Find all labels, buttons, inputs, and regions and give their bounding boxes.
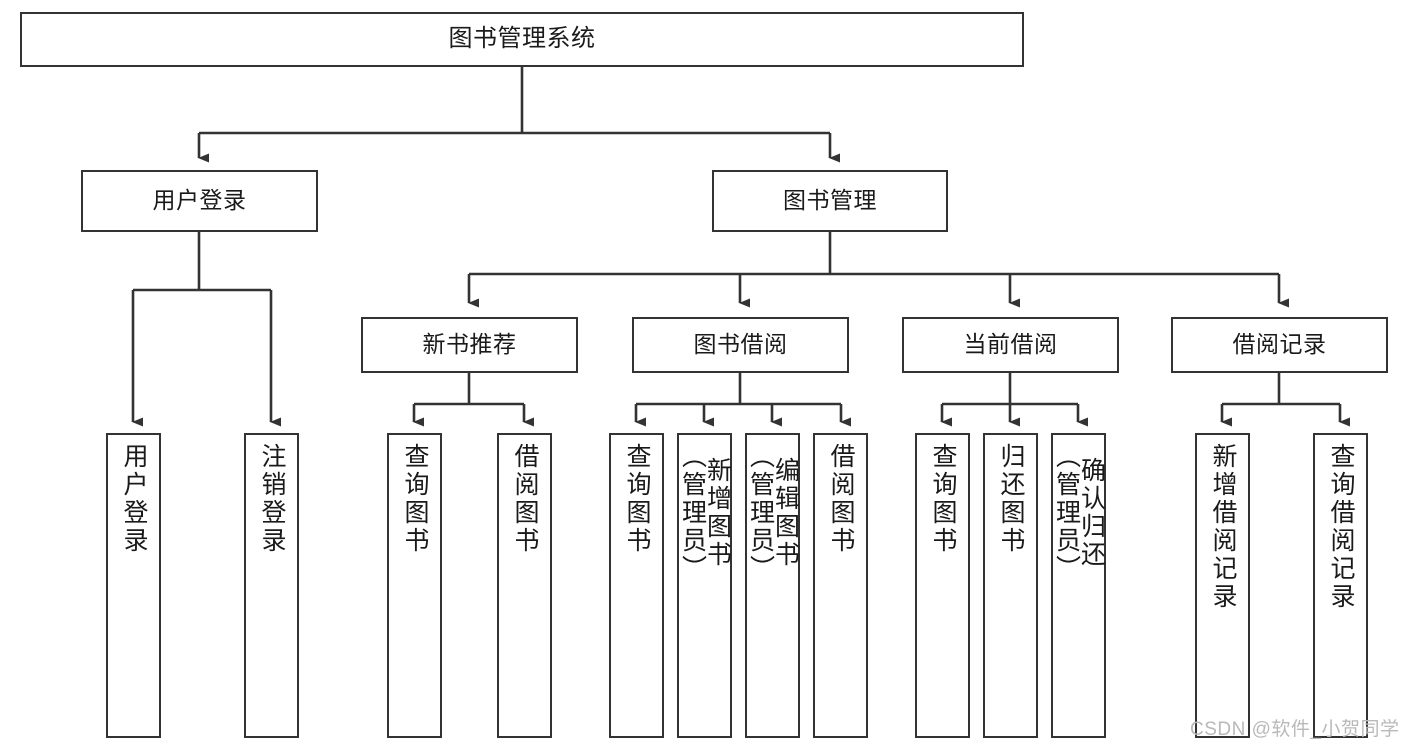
node-label: 当前借阅 [963,331,1058,358]
node-label: 图书管理 [783,187,877,214]
leaf-logout-login[interactable]: 注销登录 [244,433,299,738]
leaf-edit-book[interactable]: 编辑图书 （管理员） [745,433,800,738]
node-root-book-management-system[interactable]: 图书管理系统 [20,12,1024,67]
node-user-login[interactable]: 用户登录 [81,170,318,232]
node-label: 查询图书 [623,443,651,555]
leaf-user-login[interactable]: 用户登录 [106,433,161,738]
node-label: 查询图书 [929,443,957,555]
node-new-book-recommend[interactable]: 新书推荐 [361,317,578,373]
leaf-query-book-2[interactable]: 查询图书 [609,433,664,738]
leaf-borrow-book-2[interactable]: 借阅图书 [813,433,868,738]
node-label: 图书借阅 [693,331,788,358]
leaf-query-book-1[interactable]: 查询图书 [387,433,442,738]
node-label: 借阅记录 [1232,331,1327,358]
node-label: 借阅图书 [827,443,855,555]
leaf-return-book[interactable]: 归还图书 [983,433,1038,738]
leaf-confirm-return[interactable]: 确认归还 （管理员） [1051,433,1106,738]
node-book-borrow[interactable]: 图书借阅 [632,317,849,373]
node-borrow-record[interactable]: 借阅记录 [1171,317,1388,373]
node-label: 确认归还 （管理员） [1052,443,1106,583]
node-label: 新增图书 （管理员） [678,443,732,583]
node-label: 注销登录 [258,443,286,555]
node-label: 查询图书 [401,443,429,555]
leaf-add-book[interactable]: 新增图书 （管理员） [677,433,732,738]
node-label: 新书推荐 [422,331,517,358]
node-label: 编辑图书 （管理员） [746,443,800,583]
leaf-query-borrow-record[interactable]: 查询借阅记录 [1313,433,1368,738]
node-label: 归还图书 [997,443,1025,555]
leaf-query-book-3[interactable]: 查询图书 [915,433,970,738]
leaf-borrow-book-1[interactable]: 借阅图书 [497,433,552,738]
leaf-add-borrow-record[interactable]: 新增借阅记录 [1195,433,1250,738]
node-label: 图书管理系统 [448,25,596,53]
watermark-credit: CSDN @软件_小贺同学 [1190,719,1400,740]
node-label: 用户登录 [120,443,148,555]
node-label: 用户登录 [152,187,247,214]
node-label: 查询借阅记录 [1327,443,1355,611]
node-book-manage[interactable]: 图书管理 [712,170,948,232]
node-current-borrow[interactable]: 当前借阅 [902,317,1119,373]
node-label: 新增借阅记录 [1209,443,1237,611]
node-label: 借阅图书 [511,443,539,555]
